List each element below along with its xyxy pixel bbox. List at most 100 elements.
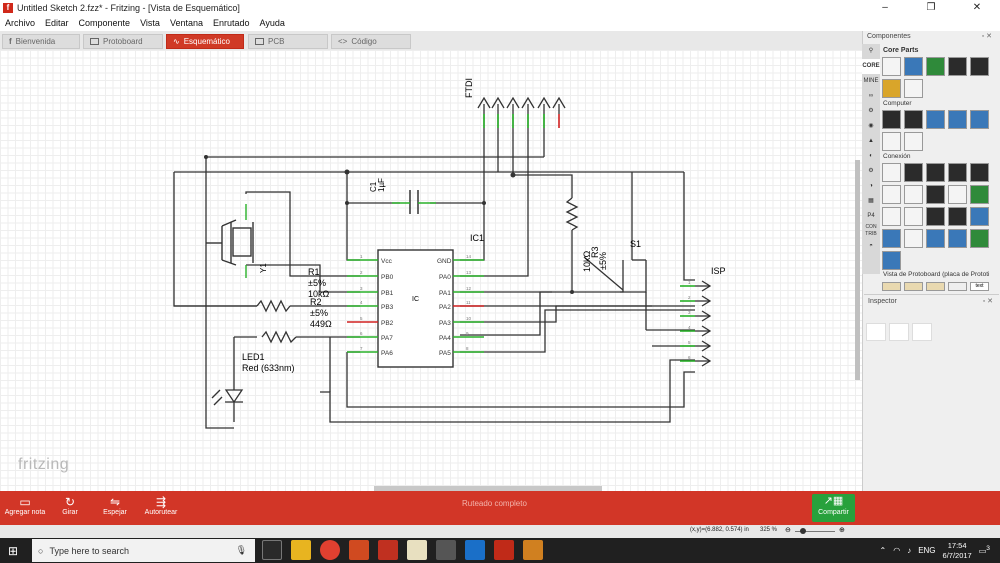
app-icon[interactable]: [436, 540, 456, 560]
category-temp[interactable]: ◓: [869, 243, 873, 249]
resistor-r2[interactable]: [261, 330, 297, 344]
category-contrib[interactable]: CON TRIB: [865, 224, 877, 237]
part-tile[interactable]: [948, 185, 967, 204]
ic1-body[interactable]: [377, 249, 454, 368]
language-indicator[interactable]: ENG: [918, 546, 936, 555]
maximize-button[interactable]: ❐: [926, 2, 936, 13]
isp-connector[interactable]: [695, 280, 712, 367]
menu-editar[interactable]: Editar: [45, 18, 69, 28]
part-tile[interactable]: [904, 207, 923, 226]
zoom-slider-knob[interactable]: [800, 528, 806, 534]
part-tile[interactable]: [926, 110, 945, 129]
part-tile[interactable]: [904, 57, 923, 76]
schematic-canvas[interactable]: FTDI C1 1µF: [0, 50, 862, 491]
tab-esquematico[interactable]: ∿ Esquemático: [166, 34, 244, 49]
part-tile[interactable]: [904, 163, 923, 182]
menu-componente[interactable]: Componente: [78, 18, 131, 28]
part-tile[interactable]: [882, 132, 901, 151]
part-tile[interactable]: [882, 110, 901, 129]
part-tile[interactable]: [970, 229, 989, 248]
part-tile[interactable]: [882, 79, 901, 98]
volume-icon[interactable]: ♪: [907, 546, 912, 555]
ftdi-connector[interactable]: [477, 96, 566, 114]
microphone-icon[interactable]: 🎙: [235, 545, 247, 555]
part-tile[interactable]: [970, 163, 989, 182]
category-intel[interactable]: ◑: [869, 183, 873, 189]
zoom-in-icon[interactable]: ⊕: [839, 527, 845, 534]
part-tile[interactable]: [948, 229, 967, 248]
tab-pcb[interactable]: PCB: [248, 34, 328, 49]
part-tile[interactable]: [926, 282, 945, 291]
part-tile[interactable]: [926, 207, 945, 226]
menu-enrutado[interactable]: Enrutado: [212, 18, 250, 28]
matlab-icon[interactable]: [349, 540, 369, 560]
category-arduino[interactable]: ∞: [868, 93, 874, 99]
part-tile[interactable]: [904, 282, 923, 291]
zoom-slider[interactable]: [795, 528, 835, 534]
category-sparkfun[interactable]: ▲: [868, 138, 874, 144]
menu-archivo[interactable]: Archivo: [5, 18, 36, 28]
people-icon[interactable]: ⌃: [879, 546, 887, 555]
part-tile[interactable]: [948, 110, 967, 129]
part-tile[interactable]: [882, 185, 901, 204]
notification-icon[interactable]: ▭3: [978, 545, 990, 556]
add-note-button[interactable]: ▭ Agregar nota: [0, 495, 50, 516]
magnifier-icon[interactable]: ⚲: [868, 48, 874, 54]
part-tile[interactable]: [948, 163, 967, 182]
part-tile[interactable]: [882, 251, 901, 270]
tab-bienvenida[interactable]: f Bienvenida: [2, 34, 80, 49]
part-tile[interactable]: [970, 207, 989, 226]
part-tile[interactable]: [904, 132, 923, 151]
part-tile[interactable]: [926, 163, 945, 182]
horizontal-scrollbar[interactable]: [374, 486, 602, 491]
crystal-y1[interactable]: [206, 204, 254, 278]
menu-ayuda[interactable]: Ayuda: [259, 18, 285, 28]
category-mine[interactable]: MINE: [863, 78, 879, 84]
part-tile[interactable]: [926, 57, 945, 76]
chrome-icon[interactable]: [320, 540, 340, 560]
vertical-scrollbar[interactable]: [855, 160, 860, 380]
notepad-icon[interactable]: [407, 540, 427, 560]
part-tile[interactable]: [926, 229, 945, 248]
share-button[interactable]: ↗▦ Compartir: [812, 494, 855, 522]
category-snootlab[interactable]: ◐: [869, 153, 873, 159]
windows-start-icon[interactable]: ⊞: [8, 544, 19, 558]
tab-codigo[interactable]: <> Código: [331, 34, 411, 49]
part-tile[interactable]: [882, 282, 901, 291]
autoroute-button[interactable]: ⇶ Autorutear: [136, 495, 186, 516]
category-picaxe[interactable]: P4: [867, 213, 875, 219]
menu-vista[interactable]: Vista: [140, 18, 160, 28]
category-core[interactable]: CORE: [862, 59, 880, 74]
part-tile[interactable]: [904, 185, 923, 204]
mirror-button[interactable]: ⇋ Espejar: [90, 495, 140, 516]
category-seeed[interactable]: ◉: [868, 123, 874, 129]
capacitor-c1[interactable]: [392, 190, 436, 214]
zoom-out-icon[interactable]: ⊖: [785, 527, 791, 534]
wifi-icon[interactable]: ◠: [893, 546, 901, 555]
menu-ventana[interactable]: Ventana: [169, 18, 203, 28]
resistor-r1[interactable]: [256, 299, 291, 313]
inspector-close-icon[interactable]: ▫ ✕: [982, 298, 993, 305]
part-tile[interactable]: [970, 185, 989, 204]
fritzing-taskbar-icon[interactable]: [494, 540, 514, 560]
part-tile[interactable]: [948, 57, 967, 76]
solidworks-icon[interactable]: [378, 540, 398, 560]
part-tile[interactable]: [904, 110, 923, 129]
resistor-r3[interactable]: [565, 197, 579, 231]
minimize-button[interactable]: –: [882, 2, 888, 13]
edge-icon[interactable]: [465, 540, 485, 560]
part-tile[interactable]: [882, 163, 901, 182]
taskbar-search[interactable]: ○ Type here to search 🎙: [32, 539, 255, 562]
category-lilypad[interactable]: ⚙: [868, 168, 874, 174]
part-tile[interactable]: [882, 207, 901, 226]
part-tile[interactable]: [948, 282, 967, 291]
category-parallax[interactable]: ⚙: [868, 108, 874, 114]
eagle-icon[interactable]: [523, 540, 543, 560]
part-tile[interactable]: [904, 229, 923, 248]
part-tile[interactable]: [904, 79, 923, 98]
file-explorer-icon[interactable]: [291, 540, 311, 560]
tab-protoboard[interactable]: Protoboard: [83, 34, 163, 49]
rotate-button[interactable]: ↻ Girar: [45, 495, 95, 516]
part-tile[interactable]: [882, 57, 901, 76]
text-part-tile[interactable]: text: [970, 282, 989, 291]
